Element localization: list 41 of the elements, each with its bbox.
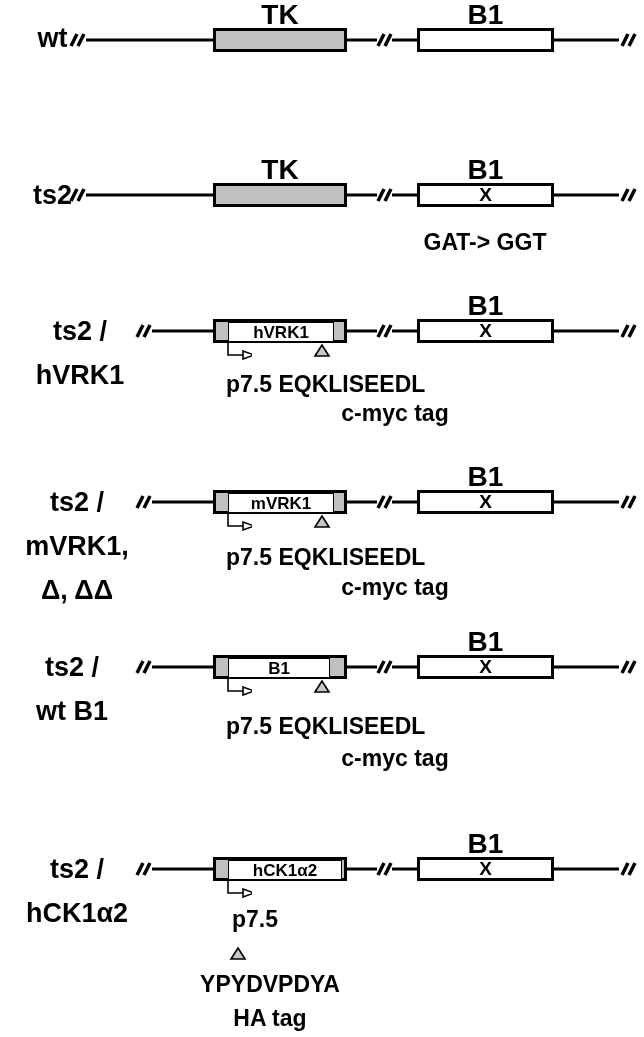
mutation-mark: X [479, 859, 492, 879]
mutation-mark: X [479, 492, 492, 512]
annotation-text: GAT-> GGT [422, 228, 548, 256]
annotation-text: c-myc tag [340, 744, 450, 772]
annotation-text: HA tag [232, 1004, 308, 1032]
annotation-text: c-myc tag [340, 573, 450, 601]
gene-box [213, 490, 347, 514]
gene-box [213, 319, 347, 343]
gene-label: B1 [466, 292, 505, 319]
annotation-text: c-myc tag [340, 399, 450, 427]
gene-label: B1 [466, 156, 505, 183]
gene-label: B1 [466, 830, 505, 857]
gene-name: B1 [268, 659, 290, 677]
insert-box [228, 860, 342, 880]
gene-name: hCK1α2 [252, 861, 318, 879]
annotation-text: p7.5 EQKLISEEDL [226, 712, 426, 740]
gene-box [213, 857, 347, 881]
insert-box [228, 493, 334, 513]
gene-label: TK [260, 156, 300, 183]
gene-label: B1 [466, 1, 505, 28]
gene-box [213, 655, 347, 679]
gene-label: TK [260, 1, 300, 28]
annotation-text: p7.5 EQKLISEEDL [226, 370, 426, 398]
mutation-mark: X [479, 657, 492, 677]
insert-box [228, 658, 330, 678]
strain-label: ts2 / mVRK1, Δ, ΔΔ [24, 486, 130, 607]
gene-label: B1 [466, 628, 505, 655]
strain-label: ts2 / wt B1 [35, 651, 109, 728]
annotation-text: YPYDVPDYA [199, 970, 341, 998]
strain-label: wt [36, 22, 69, 55]
annotation-text: p7.5 [232, 905, 279, 933]
gene-label: B1 [466, 463, 505, 490]
gene-name: hVRK1 [253, 323, 309, 341]
gene-name: mVRK1 [250, 494, 312, 512]
strain-label: ts2 [32, 179, 73, 212]
mutation-mark: X [479, 185, 492, 205]
strain-label: ts2 / hCK1α2 [24, 853, 130, 930]
annotation-text: p7.5 EQKLISEEDL [226, 543, 426, 571]
mutation-mark: X [479, 321, 492, 341]
strain-label: ts2 / hVRK1 [34, 315, 126, 392]
insert-box [228, 322, 334, 342]
